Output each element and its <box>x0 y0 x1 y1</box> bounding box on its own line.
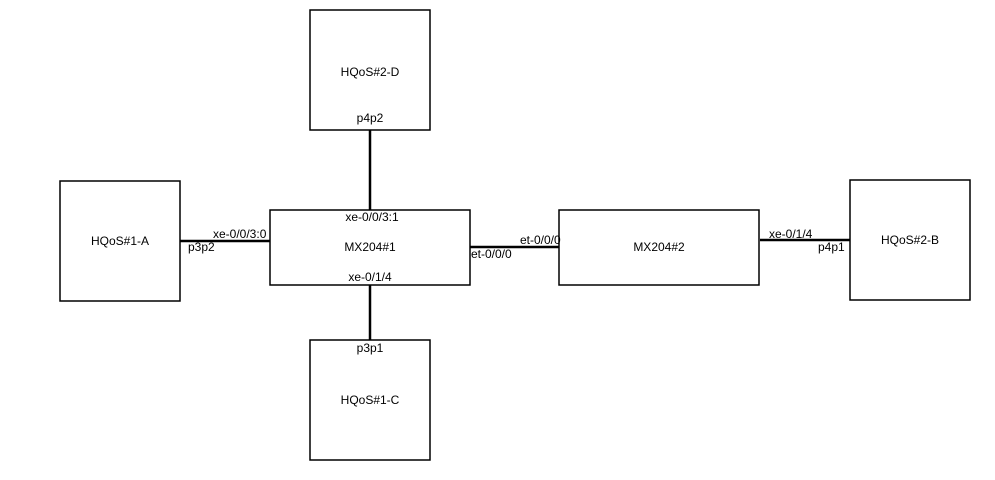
node-hqos1c[interactable]: HQoS#1-C <box>309 339 431 461</box>
port-label-mx2-east: xe-0/1/4 <box>769 227 813 241</box>
port-label-mx1-north: xe-0/0/3:1 <box>345 210 399 224</box>
node-hqos1a[interactable]: HQoS#1-A <box>59 180 181 302</box>
node-hqos2d[interactable]: HQoS#2-D <box>309 9 431 131</box>
node-label: HQoS#1-A <box>91 234 149 248</box>
port-label-hqos2b: p4p1 <box>818 240 845 254</box>
node-label: HQoS#1-C <box>341 393 400 407</box>
node-label: MX204#1 <box>344 240 396 254</box>
node-mx2[interactable]: MX204#2 <box>558 209 760 286</box>
node-label: HQoS#2-B <box>881 233 939 247</box>
node-label: HQoS#2-D <box>341 65 400 79</box>
port-label-mx1-south: xe-0/1/4 <box>348 270 392 284</box>
node-label: MX204#2 <box>633 240 685 254</box>
port-label-hqos1c: p3p1 <box>357 341 384 355</box>
node-hqos2b[interactable]: HQoS#2-B <box>849 179 971 301</box>
port-label-mx1-east: et-0/0/0 <box>471 247 512 261</box>
port-label-hqos2d: p4p2 <box>357 111 384 125</box>
port-label-mx2-west: et-0/0/0 <box>520 233 561 247</box>
port-label-mx1-west: xe-0/0/3:0 <box>213 227 267 241</box>
node-mx1[interactable]: MX204#1 <box>269 209 471 286</box>
port-label-hqos1a: p3p2 <box>188 240 215 254</box>
